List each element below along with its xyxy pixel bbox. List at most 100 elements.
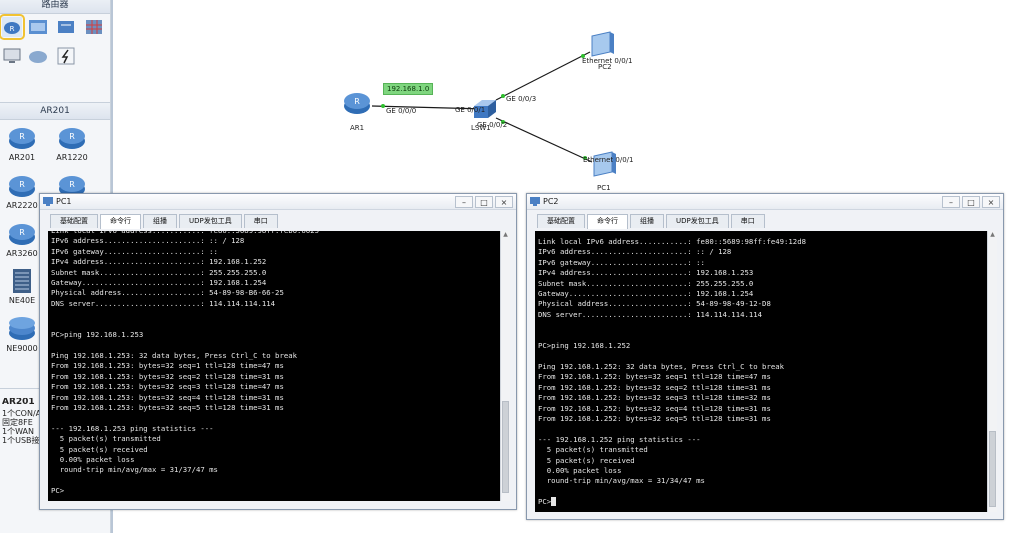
device-label: AR201 <box>8 153 36 162</box>
tab-udp-tool[interactable]: UDP发包工具 <box>666 214 729 228</box>
terminal-line <box>51 309 497 319</box>
scroll-thumb[interactable] <box>502 401 509 493</box>
pc-icon <box>591 31 614 57</box>
tab-serial[interactable]: 串口 <box>730 214 765 228</box>
port-label: GE 0/0/2 <box>477 121 508 129</box>
switch-category-icon[interactable] <box>27 16 49 38</box>
terminal-line: IPv6 address......................: :: /… <box>51 236 245 246</box>
tab-serial[interactable]: 串口 <box>243 214 278 228</box>
svg-text:R: R <box>69 132 75 141</box>
terminal-line <box>538 331 984 341</box>
description-line: 固定8FE <box>2 418 33 427</box>
link-lsw1-pc1 <box>495 117 593 163</box>
device-ar1220[interactable]: R AR1220 <box>52 125 92 162</box>
node-label: PC1 <box>597 184 611 192</box>
terminal-line: round-trip min/avg/max = 31/37/47 ms <box>51 465 218 475</box>
port-status-up <box>501 120 505 124</box>
node-label: LSW1 <box>471 124 491 132</box>
terminal-line <box>51 413 497 423</box>
terminal-line: From 192.168.1.252: bytes=32 seq=5 ttl=1… <box>538 413 771 423</box>
pc-category-icon[interactable] <box>1 45 23 67</box>
scroll-up-arrow[interactable]: ▲ <box>503 231 508 238</box>
minimize-button[interactable]: – <box>455 196 473 208</box>
tab-multicast[interactable]: 组播 <box>143 214 177 228</box>
node-pc1[interactable] <box>588 150 618 185</box>
cloud-category-icon[interactable] <box>27 45 49 67</box>
switch-icon <box>474 100 496 118</box>
window-title: PC1 <box>56 197 72 206</box>
device-ar201[interactable]: R AR201 <box>2 125 42 162</box>
node-pc2[interactable] <box>586 30 616 65</box>
terminal-line: Physical address..................: 54-8… <box>538 299 771 309</box>
terminal-line: From 192.168.1.252: bytes=32 seq=4 ttl=1… <box>538 403 771 413</box>
device-label: AR1220 <box>56 153 88 162</box>
port-label: GE 0/0/0 <box>386 107 417 115</box>
command-terminal[interactable]: Link local IPv6 address...........: fe80… <box>48 231 500 501</box>
tab-basic-config[interactable]: 基础配置 <box>50 214 98 228</box>
router-icon: R <box>9 224 35 245</box>
pc-icon <box>43 197 53 206</box>
device-ne9000[interactable]: NE9000 <box>2 316 42 353</box>
connection-category-icon[interactable] <box>55 45 77 67</box>
port-status-up <box>381 104 385 108</box>
terminal-line: round-trip min/avg/max = 31/34/47 ms <box>538 476 705 486</box>
device-ar3260[interactable]: R AR3260 <box>2 221 42 258</box>
terminal-line: 5 packet(s) transmitted <box>51 434 161 444</box>
terminal-scrollbar[interactable]: ▲ <box>500 231 510 501</box>
terminal-line: PC>ping 192.168.1.252 <box>538 341 631 351</box>
router-icon: R <box>344 93 370 114</box>
terminal-line <box>51 476 497 486</box>
terminal-line <box>538 424 984 434</box>
terminal-line: From 192.168.1.252: bytes=32 seq=1 ttl=1… <box>538 372 771 382</box>
link-lsw1-pc2 <box>495 51 591 101</box>
pc-icon <box>593 151 616 177</box>
terminal-line <box>538 320 984 330</box>
port-label: Ethernet 0/0/1 <box>582 57 633 65</box>
maximize-button[interactable]: □ <box>475 196 493 208</box>
firewall-category-icon[interactable] <box>83 16 105 38</box>
description-title: AR201 <box>2 398 35 407</box>
device-ar2220[interactable]: R AR2220 <box>2 173 42 210</box>
tab-basic-config[interactable]: 基础配置 <box>537 214 585 228</box>
terminal-line: 5 packet(s) transmitted <box>538 445 648 455</box>
port-status-up <box>583 156 587 160</box>
device-label: AR3260 <box>6 249 38 258</box>
terminal-scrollbar[interactable]: ▲ <box>987 231 997 512</box>
minimize-button[interactable]: – <box>942 196 960 208</box>
tab-udp-tool[interactable]: UDP发包工具 <box>179 214 242 228</box>
device-ne40e[interactable]: NE40E <box>2 268 42 305</box>
window-titlebar[interactable]: PC2 –□× <box>527 194 1003 210</box>
window-titlebar[interactable]: PC1 –□× <box>40 194 516 210</box>
scroll-thumb[interactable] <box>989 431 996 507</box>
maximize-button[interactable]: □ <box>962 196 980 208</box>
node-ar1[interactable]: R <box>342 90 372 119</box>
command-terminal[interactable]: Link local IPv6 address...........: fe80… <box>535 231 987 512</box>
tab-command-line[interactable]: 命令行 <box>587 214 628 229</box>
scroll-up-arrow[interactable]: ▲ <box>990 231 995 238</box>
terminal-line: --- 192.168.1.252 ping statistics --- <box>538 434 701 444</box>
terminal-line: From 192.168.1.253: bytes=32 seq=1 ttl=1… <box>51 361 284 371</box>
svg-text:R: R <box>19 228 25 237</box>
router-icon: R <box>59 128 85 149</box>
close-button[interactable]: × <box>495 196 513 208</box>
wireless-category-icon[interactable] <box>55 16 77 38</box>
terminal-line: PC> <box>538 497 984 507</box>
device-description: AR201 1个CON/A 固定8FE 1个WAN 1个USB接 <box>2 398 110 445</box>
svg-text:R: R <box>19 180 25 189</box>
node-label: AR1 <box>350 124 365 132</box>
tab-multicast[interactable]: 组播 <box>630 214 664 228</box>
tab-command-line[interactable]: 命令行 <box>100 214 141 229</box>
terminal-line: IPv4 address......................: 192.… <box>538 268 754 278</box>
subnet-label[interactable]: 192.168.1.0 <box>383 83 434 95</box>
svg-text:R: R <box>10 25 15 33</box>
terminal-line: From 192.168.1.253: bytes=32 seq=2 ttl=1… <box>51 371 284 381</box>
terminal-line: PC> <box>51 486 65 496</box>
router-category-icon[interactable]: R <box>0 14 25 40</box>
description-line: 1个WAN <box>2 427 35 436</box>
close-button[interactable]: × <box>982 196 1000 208</box>
node-lsw1[interactable] <box>472 98 498 123</box>
node-label: PC2 <box>598 63 612 71</box>
